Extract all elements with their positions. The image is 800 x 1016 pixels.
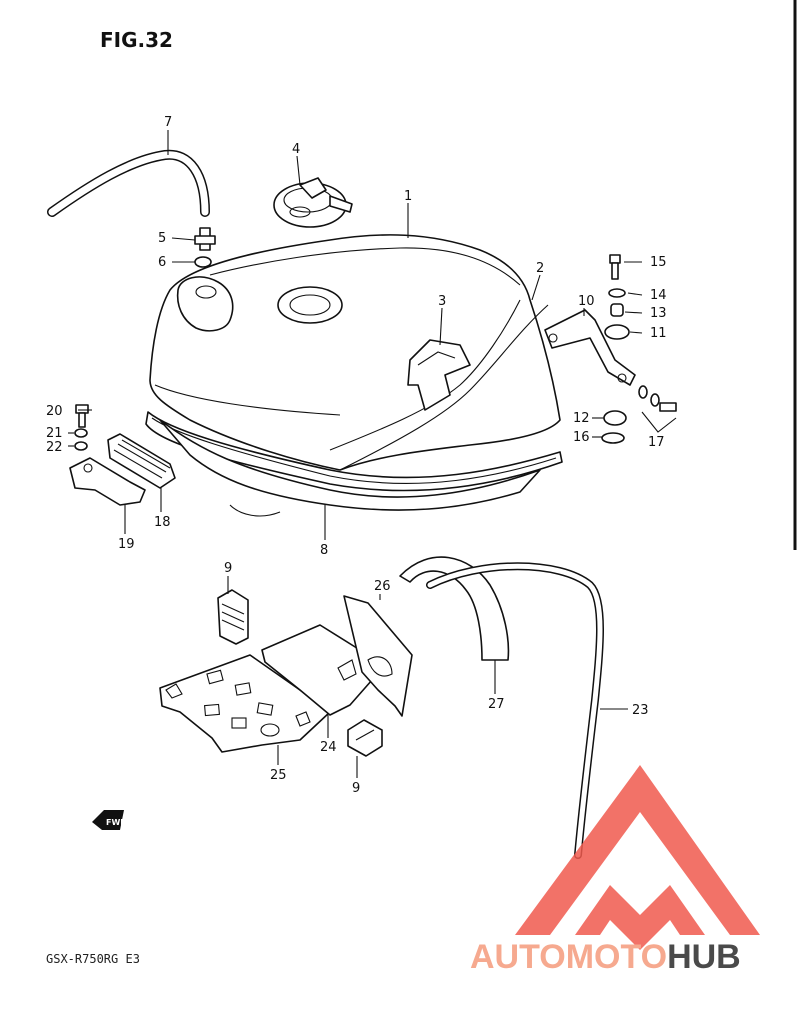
callout-15: 15 <box>650 255 667 270</box>
callout-5: 5 <box>158 231 166 246</box>
washer <box>194 256 212 268</box>
callout-numbers: 1 2 3 4 5 6 7 8 9 9 10 11 12 13 14 15 16… <box>46 115 667 796</box>
watermark-text: AUTOMOTOHUB <box>470 938 741 976</box>
collar-13 <box>610 303 624 317</box>
callout-9-top: 9 <box>224 561 232 576</box>
breather-hose <box>47 149 210 217</box>
callout-17: 17 <box>648 435 665 450</box>
callout-8: 8 <box>320 543 328 558</box>
callout-7: 7 <box>164 115 172 130</box>
washer-14 <box>608 288 626 298</box>
callout-1: 1 <box>404 189 412 204</box>
watermark-part1: AUTOMOTO <box>470 938 667 976</box>
callout-13: 13 <box>650 306 667 321</box>
bolt-17 <box>638 385 677 412</box>
callout-25: 25 <box>270 768 287 783</box>
cushion-11 <box>604 324 630 340</box>
callout-6: 6 <box>158 255 166 270</box>
callout-3: 3 <box>438 294 446 309</box>
callout-4: 4 <box>292 142 300 157</box>
bolt-15 <box>609 254 621 280</box>
callout-18: 18 <box>154 515 171 530</box>
cushion-9-top <box>217 589 249 645</box>
hose-fitting <box>194 227 216 251</box>
washer-16 <box>601 432 625 444</box>
cushion-12 <box>603 410 627 426</box>
bolt-20 <box>75 404 89 428</box>
leader-lines <box>68 130 643 778</box>
callout-2: 2 <box>536 261 544 276</box>
callout-9-bottom: 9 <box>352 781 360 796</box>
figure-title: FIG.32 <box>100 28 173 52</box>
washer-21 <box>74 428 88 438</box>
heat-shield-26 <box>343 595 413 717</box>
callout-24: 24 <box>320 740 337 755</box>
callout-20: 20 <box>46 404 63 419</box>
rubber-cushion-18 <box>107 433 176 489</box>
washer-22 <box>74 441 88 451</box>
mount-bracket-19 <box>69 457 146 506</box>
fuel-tank <box>145 234 563 517</box>
callout-19: 19 <box>118 537 135 552</box>
model-code: GSX-R750RG E3 <box>46 952 140 966</box>
callout-bracket-17 <box>641 411 677 433</box>
callout-11: 11 <box>650 326 667 341</box>
heat-shield-24 <box>261 624 373 716</box>
callout-27: 27 <box>488 697 505 712</box>
callout-21: 21 <box>46 426 63 441</box>
callout-26: 26 <box>374 579 391 594</box>
watermark-logo-icon <box>515 765 760 950</box>
fwd-arrow-label: FWD <box>106 818 127 827</box>
callout-16: 16 <box>573 430 590 445</box>
mounting-bracket <box>544 309 636 386</box>
forward-arrow-icon: FWD <box>92 810 127 830</box>
callout-14: 14 <box>650 288 667 303</box>
callout-23: 23 <box>632 703 649 718</box>
callout-22: 22 <box>46 440 63 455</box>
hose-23 <box>426 562 604 859</box>
fuel-cap <box>273 177 353 228</box>
heat-shield-25 <box>159 654 331 753</box>
callout-12: 12 <box>573 411 590 426</box>
watermark-part2: HUB <box>667 938 741 976</box>
callout-10: 10 <box>578 294 595 309</box>
cushion-9-bottom <box>347 719 383 757</box>
